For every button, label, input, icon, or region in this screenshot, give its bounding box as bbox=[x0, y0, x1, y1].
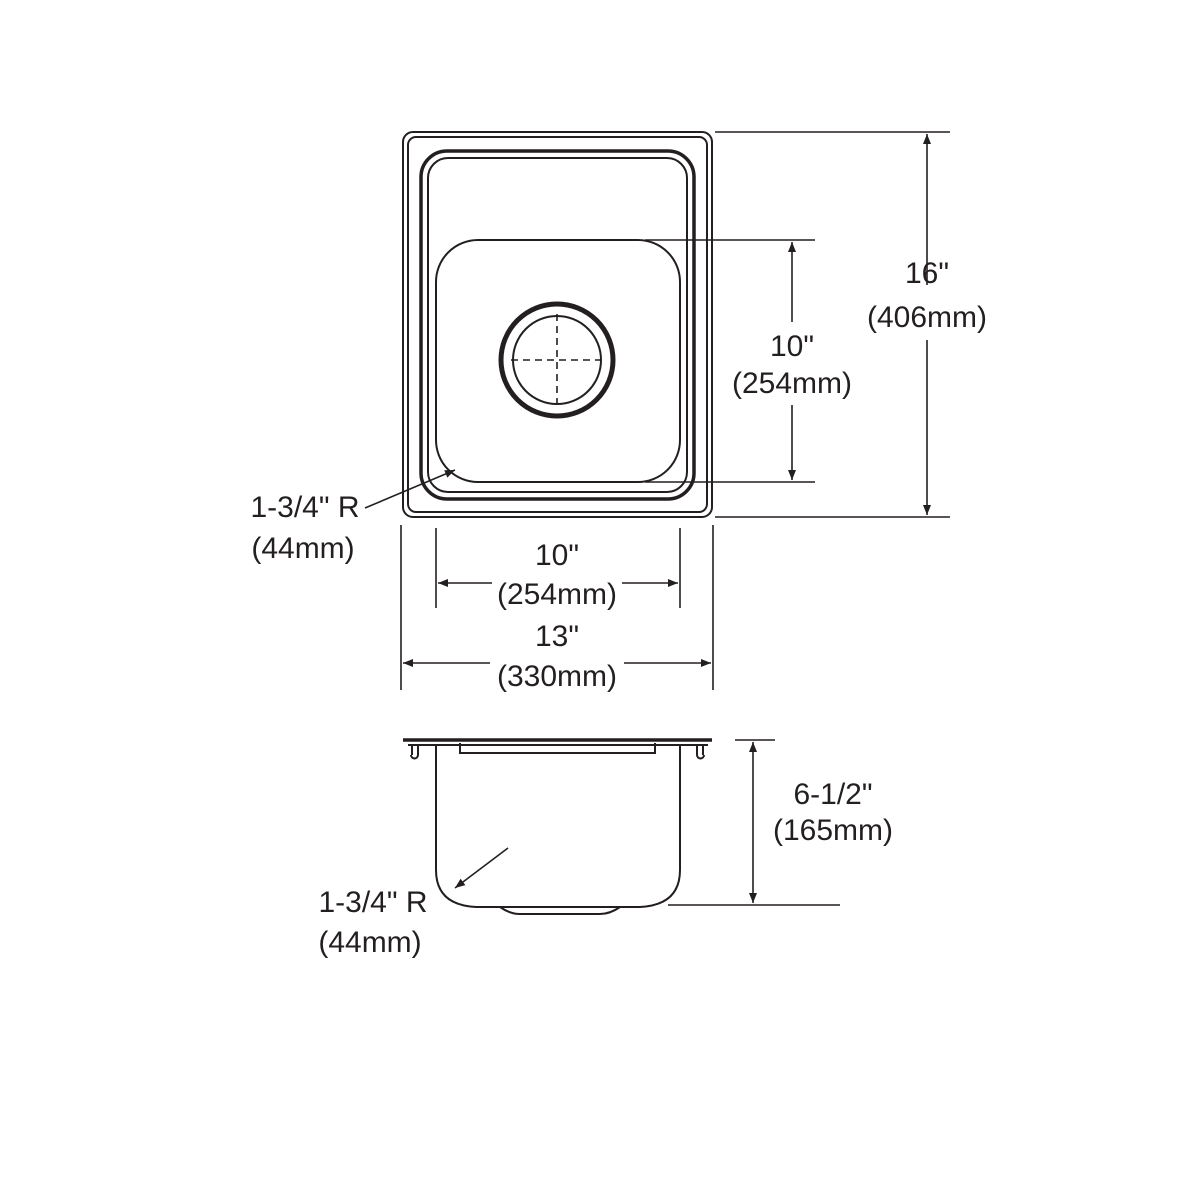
sink-outer-rim bbox=[402, 131, 713, 518]
dim-16-in: 16" bbox=[905, 257, 949, 290]
clip-left-icon bbox=[410, 745, 419, 760]
leader-top-corner-radius: 1-3/4" R (44mm) bbox=[250, 469, 456, 565]
dim-254-mm-horizontal: (254mm) bbox=[497, 578, 617, 611]
dim-10-in-horizontal: 10" bbox=[535, 539, 579, 572]
radius-top-mm: (44mm) bbox=[251, 532, 354, 565]
radius-side-mm: (44mm) bbox=[318, 926, 421, 959]
sink-inner-rim bbox=[419, 149, 696, 501]
clip-right-icon bbox=[696, 745, 705, 760]
side-view bbox=[403, 738, 712, 915]
dim-13-in: 13" bbox=[535, 620, 579, 653]
dimension-overall-length: 16" (406mm) bbox=[715, 131, 987, 518]
dim-406-mm: (406mm) bbox=[867, 301, 987, 334]
dim-165-mm: (165mm) bbox=[773, 814, 893, 847]
dimension-depth: 6-1/2" (165mm) bbox=[668, 739, 893, 906]
dimension-bowl-length: 10" (254mm) bbox=[645, 239, 852, 483]
drain-icon bbox=[498, 301, 616, 419]
dim-254-mm-vertical: (254mm) bbox=[732, 367, 852, 400]
radius-side-in: 1-3/4" R bbox=[318, 886, 427, 919]
dim-330-mm: (330mm) bbox=[497, 660, 617, 693]
dim-10-in-vertical: 10" bbox=[770, 330, 814, 363]
bowl-floor bbox=[435, 239, 681, 483]
leader-side-corner-radius: 1-3/4" R (44mm) bbox=[318, 847, 509, 959]
dimension-overall-width: 13" (330mm) bbox=[400, 525, 714, 693]
radius-top-in: 1-3/4" R bbox=[250, 491, 359, 524]
top-view bbox=[402, 131, 713, 518]
dimension-bowl-width: 10" (254mm) bbox=[435, 528, 681, 611]
dim-6-1-2-in: 6-1/2" bbox=[793, 778, 872, 811]
